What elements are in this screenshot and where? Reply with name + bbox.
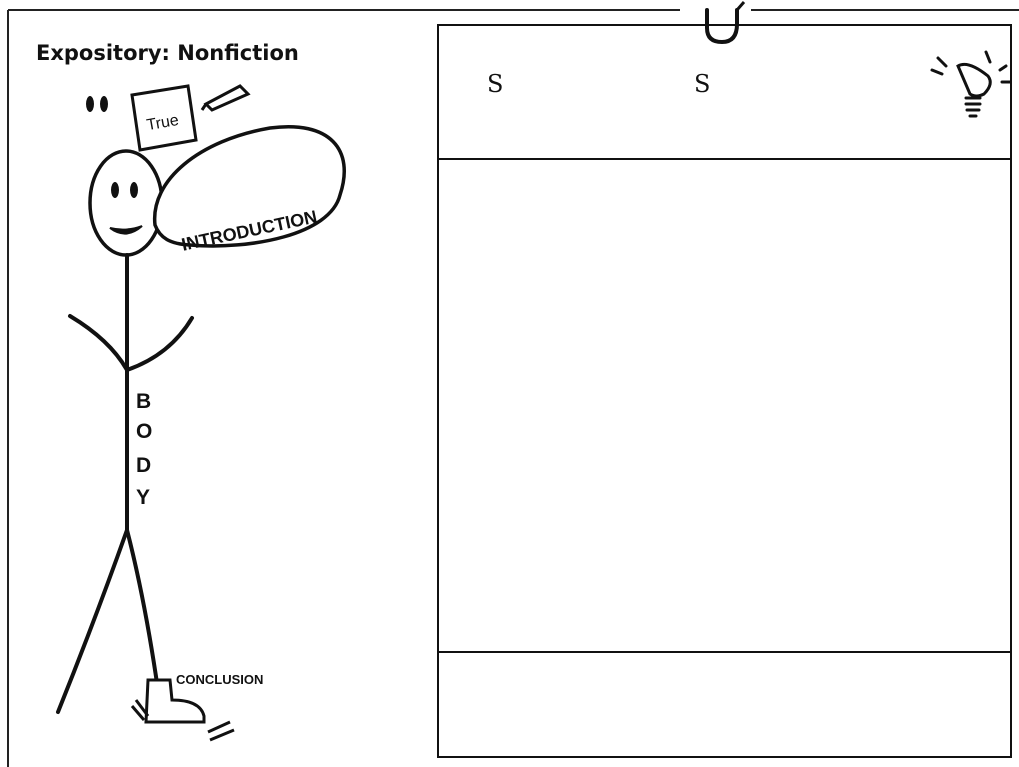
- body-letters: B O D Y: [136, 390, 152, 509]
- hook-icon: [683, 0, 751, 42]
- page-title: Expository: Nonfiction: [36, 41, 299, 65]
- stick-figure-body: [58, 255, 192, 712]
- body-letter: O: [136, 420, 152, 443]
- header-s-center: S: [694, 70, 710, 98]
- quote-marks-icon: [86, 96, 108, 112]
- organizer-panel: [438, 25, 1011, 757]
- boot-icon: [132, 680, 234, 740]
- body-letter: B: [136, 390, 151, 413]
- body-letter: D: [136, 454, 151, 477]
- left-eye-icon: [111, 182, 119, 198]
- header-s-left: S: [487, 70, 503, 98]
- lightbulb-icon: [932, 52, 1010, 116]
- introduction-bubble: INTRODUCTION: [155, 127, 345, 255]
- notecard-icon: True: [132, 86, 196, 150]
- body-letter: Y: [136, 486, 150, 509]
- conclusion-label: CONCLUSION: [176, 672, 263, 687]
- pencil-icon: [202, 86, 248, 110]
- stick-figure-head: [90, 151, 162, 255]
- right-eye-icon: [130, 182, 138, 198]
